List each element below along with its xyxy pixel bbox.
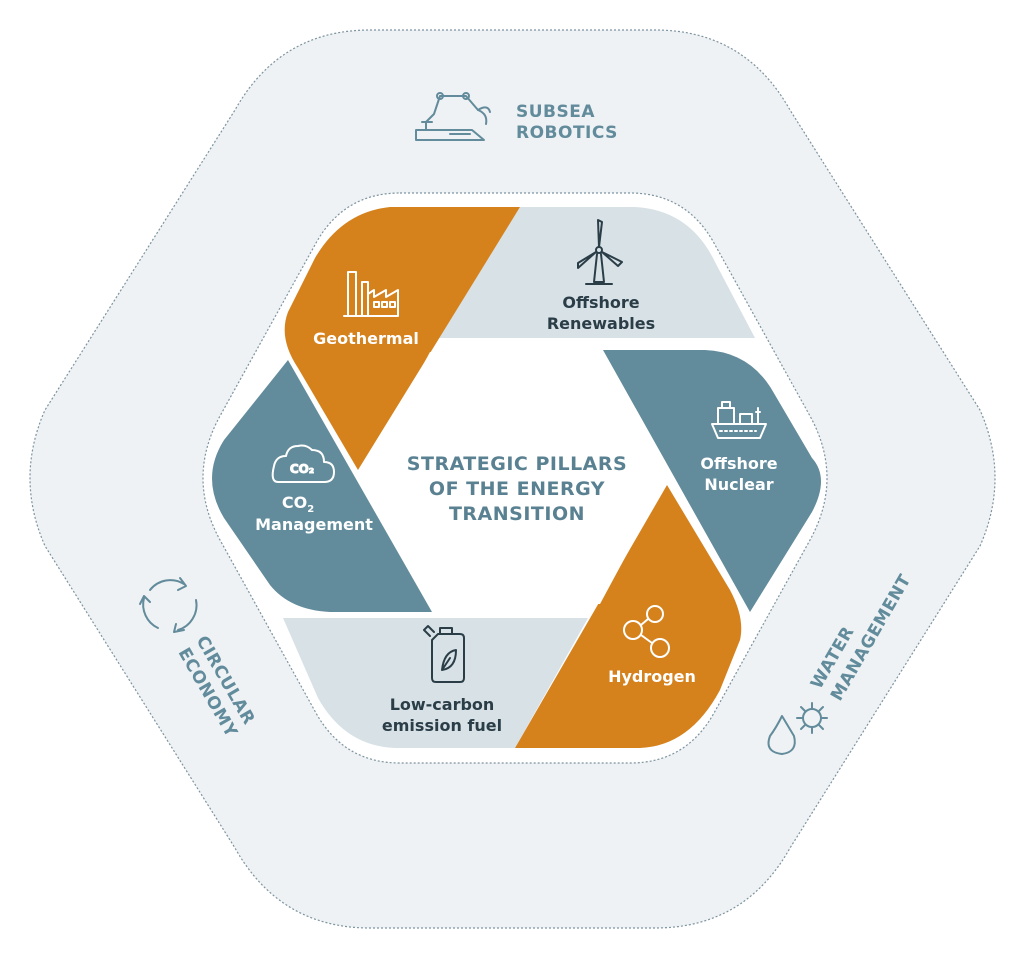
ship-icon bbox=[711, 401, 767, 439]
label-low-carbon-fuel-line-1[interactable]: Low-carbon bbox=[390, 695, 495, 714]
label-hydrogen[interactable]: Hydrogen bbox=[608, 667, 696, 686]
segment-low-carbon-fuel[interactable] bbox=[283, 618, 588, 748]
center-title-line-3: TRANSITION bbox=[449, 503, 585, 525]
label-offshore-renewables-line-2[interactable]: Renewables bbox=[547, 314, 655, 333]
cloud-co2-icon: CO₂ bbox=[271, 444, 335, 483]
center-title-line-2: OF THE ENERGY bbox=[429, 478, 605, 500]
label-geothermal[interactable]: Geothermal bbox=[313, 329, 419, 348]
label-subsea-robotics-line-1[interactable]: SUBSEA bbox=[516, 102, 595, 122]
wind-turbine-icon bbox=[577, 219, 623, 285]
fuel-canister-icon bbox=[423, 625, 465, 683]
segment-offshore-renewables[interactable] bbox=[438, 207, 755, 338]
cloud-co2-icon-text: CO₂ bbox=[290, 462, 314, 476]
molecule-icon bbox=[623, 605, 670, 658]
center-hexagon bbox=[362, 352, 668, 604]
label-offshore-renewables-line-1[interactable]: Offshore bbox=[562, 293, 639, 312]
label-subsea-robotics-line-2[interactable]: ROBOTICS bbox=[516, 123, 618, 143]
segment-geothermal[interactable] bbox=[284, 207, 520, 470]
water-gear-icon bbox=[767, 702, 828, 755]
factory-icon bbox=[343, 271, 399, 317]
label-low-carbon-fuel-line-2[interactable]: emission fuel bbox=[382, 716, 502, 735]
label-co2-management-line-2[interactable]: Management bbox=[255, 515, 373, 534]
segment-hydrogen[interactable] bbox=[515, 485, 742, 748]
co2-text: CO bbox=[282, 493, 307, 512]
label-offshore-nuclear-line-2[interactable]: Nuclear bbox=[704, 475, 773, 494]
label-co2-management-line-1[interactable]: CO2 bbox=[282, 493, 314, 515]
center-title-line-1: STRATEGIC PILLARS bbox=[407, 453, 627, 475]
co2-subscript: 2 bbox=[307, 504, 314, 515]
segment-co2-management[interactable] bbox=[212, 360, 432, 612]
robotic-arm-icon bbox=[415, 92, 491, 141]
segment-offshore-nuclear[interactable] bbox=[603, 350, 821, 612]
recycle-arrows-icon bbox=[139, 577, 198, 633]
label-offshore-nuclear-line-1[interactable]: Offshore bbox=[700, 454, 777, 473]
